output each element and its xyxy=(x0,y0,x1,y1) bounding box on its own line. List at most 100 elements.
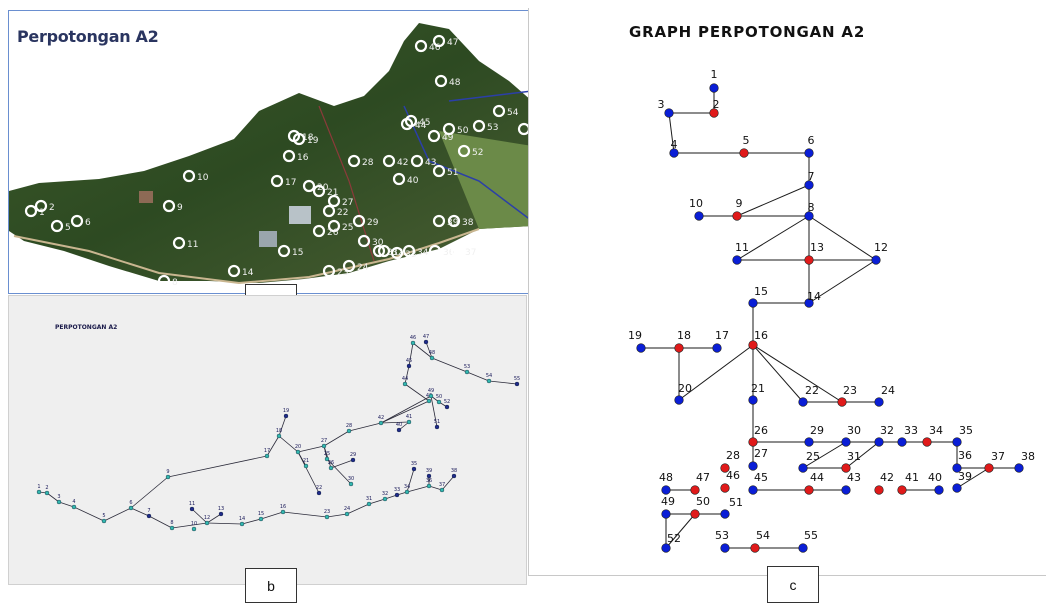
panel-a-title: Perpotongan A2 xyxy=(17,27,159,46)
location-marker-label: 27 xyxy=(342,198,353,208)
graph-node-label: 42 xyxy=(880,471,894,484)
graph-node-54 xyxy=(750,543,760,553)
map-node-35 xyxy=(411,466,417,472)
location-marker-label: 14 xyxy=(242,268,254,278)
location-marker-label: 53 xyxy=(487,123,498,133)
location-marker xyxy=(34,199,48,213)
graph-node-label: 48 xyxy=(659,471,673,484)
map-node-label: 47 xyxy=(423,334,429,340)
map-graph-edge xyxy=(404,365,410,385)
map-node-39 xyxy=(426,473,432,479)
map-node-label: 24 xyxy=(344,506,350,512)
location-marker xyxy=(432,34,446,48)
graph-node-18 xyxy=(674,343,684,353)
map-graph-edge xyxy=(167,455,268,478)
location-marker-label: 19 xyxy=(307,136,319,146)
map-node-46 xyxy=(410,340,416,346)
graph-node-label: 44 xyxy=(810,471,824,484)
location-marker xyxy=(327,194,341,208)
map-graph-edge xyxy=(130,476,169,509)
location-marker-label: 11 xyxy=(187,240,198,250)
graph-node-45 xyxy=(748,485,758,495)
graph-node-20 xyxy=(674,395,684,405)
location-marker-label: 2 xyxy=(49,203,55,213)
map-graph-edge xyxy=(430,395,438,428)
location-marker xyxy=(182,169,196,183)
map-node-label: 44 xyxy=(402,376,408,382)
graph-node-10 xyxy=(694,211,704,221)
location-marker-label: 1 xyxy=(39,208,45,218)
map-node-label: 51 xyxy=(434,419,440,425)
graph-node-28 xyxy=(720,463,730,473)
map-graph-edge xyxy=(406,468,415,493)
graph-node-23 xyxy=(837,397,847,407)
location-marker-label: 34 xyxy=(417,248,429,258)
location-marker xyxy=(50,219,64,233)
graph-edges xyxy=(641,88,1019,549)
map-graph-edge xyxy=(206,522,243,525)
graph-node-label: 16 xyxy=(754,329,768,342)
graph-node-label: 7 xyxy=(808,170,815,183)
location-marker xyxy=(327,219,341,233)
location-marker xyxy=(322,264,336,278)
location-marker-label: 40 xyxy=(407,176,419,186)
graph-edge xyxy=(736,184,810,217)
location-marker-label: 24 xyxy=(357,263,369,273)
location-marker xyxy=(404,114,418,128)
location-marker-label: 23 xyxy=(337,268,348,278)
location-marker xyxy=(432,164,446,178)
location-marker-label: 39 xyxy=(447,218,459,228)
map-node-53 xyxy=(464,369,470,375)
map-graph-edge xyxy=(241,518,262,525)
map-graph-edge xyxy=(130,507,150,517)
map-node-label: 39 xyxy=(426,468,432,474)
location-marker-label: 5 xyxy=(65,223,71,233)
location-marker xyxy=(427,129,441,143)
graph-node-46 xyxy=(720,483,730,493)
graph-node-24 xyxy=(874,397,884,407)
location-marker-label: 54 xyxy=(507,108,519,118)
map-node-label: 4 xyxy=(72,499,75,505)
location-marker-label: 30 xyxy=(372,238,384,248)
graph-node-label: 49 xyxy=(661,495,675,508)
map-node-label: 1 xyxy=(37,484,40,490)
location-marker xyxy=(372,244,386,258)
map-node-label: 16 xyxy=(280,504,286,510)
graph-node-21 xyxy=(748,395,758,405)
map-node-label: 37 xyxy=(439,482,445,488)
map-node-label: 29 xyxy=(350,452,356,458)
graph-node-35 xyxy=(952,437,962,447)
map-node-label: 18 xyxy=(276,428,282,434)
location-marker-label: 6 xyxy=(85,218,91,228)
graph-node-36 xyxy=(952,463,962,473)
location-marker xyxy=(342,259,356,273)
graph-node-label: 46 xyxy=(726,469,740,482)
map-node-47 xyxy=(423,339,429,345)
map-node-label: 49 xyxy=(428,388,434,394)
map-node-44 xyxy=(402,381,408,387)
map-node-36 xyxy=(426,483,432,489)
map-graph-edge xyxy=(412,342,433,359)
map-graph-edge xyxy=(297,445,325,453)
location-marker xyxy=(312,224,326,238)
location-marker xyxy=(157,274,171,288)
map-node-31 xyxy=(366,501,372,507)
graph-node-25 xyxy=(798,463,808,473)
map-graph-edge xyxy=(206,513,222,524)
graph-edge xyxy=(956,467,990,489)
map-node-label: 13 xyxy=(218,506,224,512)
map-node-label: 15 xyxy=(258,511,264,517)
map-node-label: 31 xyxy=(366,496,372,502)
map-node-label: 17 xyxy=(264,448,270,454)
location-marker xyxy=(270,174,284,188)
location-marker xyxy=(24,204,38,218)
map-node-21 xyxy=(303,463,309,469)
graph-node-14 xyxy=(804,298,814,308)
graph-node-3 xyxy=(664,108,674,118)
map-graph-edge xyxy=(266,435,280,457)
caption-b: b xyxy=(245,568,297,603)
graph-node-41 xyxy=(897,485,907,495)
map-node-label: 55 xyxy=(514,376,520,382)
map-graph-edge xyxy=(326,458,352,485)
